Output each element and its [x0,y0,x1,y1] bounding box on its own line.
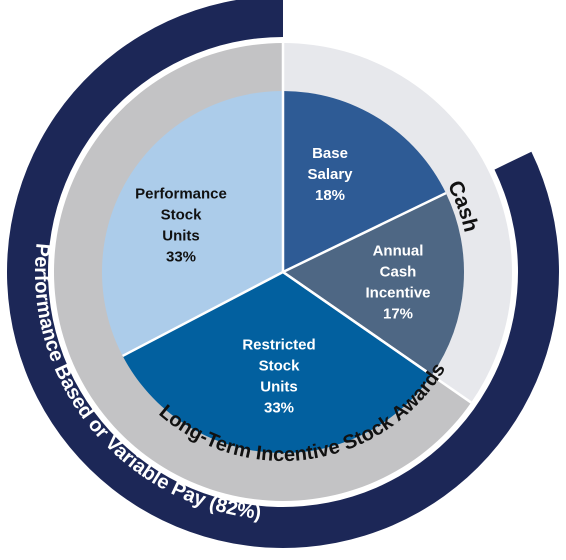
slice-label: Salary [307,166,353,183]
slice-restricted-stock-units [122,272,432,453]
slice-base-salary [283,91,446,272]
pie-layer [101,91,465,453]
slice-separator [122,270,284,358]
slice-label: Performance [135,185,227,202]
slice-label: Units [162,227,200,244]
slice-performance-stock-units [101,91,283,356]
slice-separator [282,270,472,404]
slice-label: Base [312,145,348,162]
slice-label: Stock [161,206,203,223]
slice-label: Incentive [365,284,430,301]
slice-label: Cash [380,263,417,280]
slice-label: Restricted [242,336,315,353]
slice-value-label: 18% [315,187,345,204]
slice-value-label: 33% [166,248,196,265]
separator-layer [122,43,472,404]
slice-annual-cash-incentive [283,193,465,376]
slice-label: Stock [259,357,301,374]
slice-separator [282,191,447,274]
slice-value-label: 33% [264,399,294,416]
slice-label: Units [260,378,298,395]
slice-value-label: 17% [383,305,413,322]
slice-label: Annual [373,242,424,259]
